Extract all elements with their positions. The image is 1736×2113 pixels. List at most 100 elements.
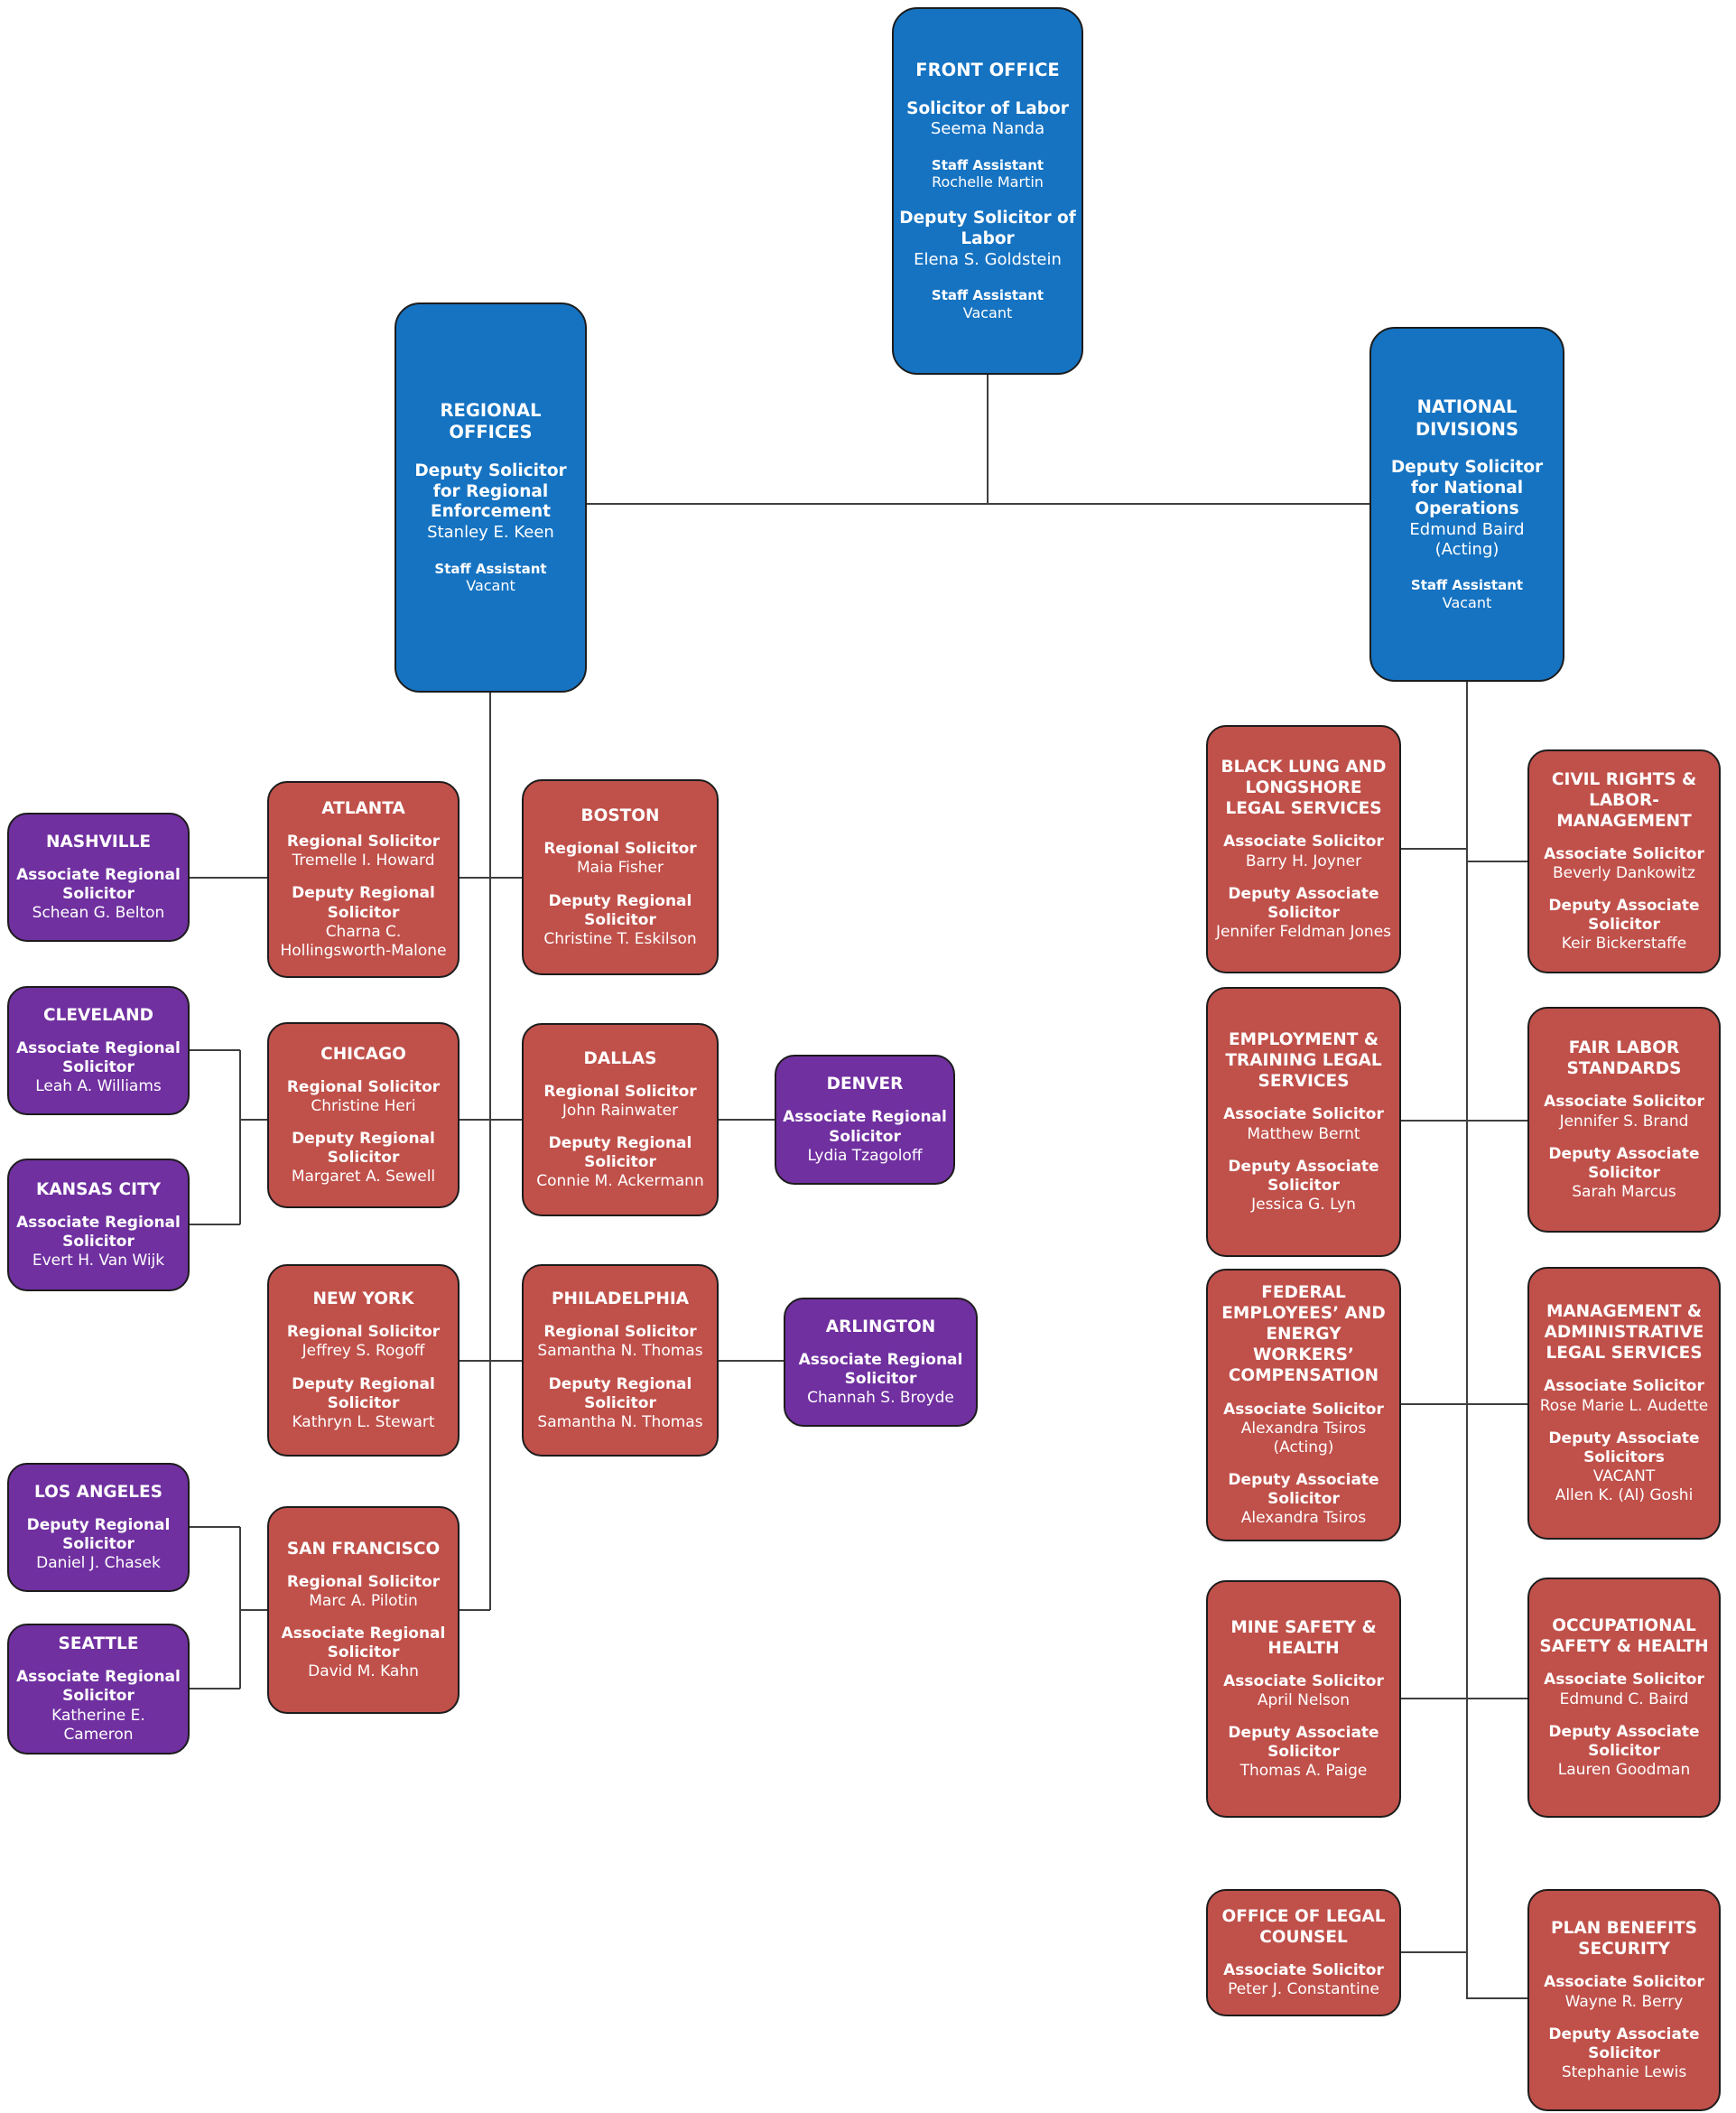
role-label: Deputy Solicitor for National Operations bbox=[1390, 457, 1544, 518]
box-title: DALLAS bbox=[583, 1048, 657, 1068]
box-title: OFFICE OF LEGAL COUNSEL bbox=[1221, 1906, 1386, 1947]
role-label: Associate Regional Solicitor bbox=[281, 1624, 446, 1662]
role-label: Regional Solicitor bbox=[286, 1077, 441, 1096]
box-section: Deputy Solicitor for Regional Enforcemen… bbox=[402, 461, 580, 544]
person-name: Alexandra Tsiros bbox=[1240, 1508, 1367, 1527]
box-title: CHICAGO bbox=[320, 1044, 406, 1064]
role-label: Deputy Regional Solicitor bbox=[292, 884, 435, 922]
role-label: Staff Assistant bbox=[434, 560, 547, 577]
person-name: Lauren Goodman bbox=[1557, 1760, 1691, 1779]
role-label: Solicitor of Labor bbox=[906, 98, 1069, 118]
role-label: Deputy Associate Solicitor bbox=[1228, 884, 1379, 922]
role-label: Regional Solicitor bbox=[543, 1082, 697, 1101]
person-name: Samantha N. Thomas bbox=[537, 1342, 703, 1361]
role-label: Associate Solicitor bbox=[1223, 1671, 1384, 1690]
person-name: Rochelle Martin bbox=[932, 173, 1044, 191]
box-title: FEDERAL EMPLOYEES’ AND ENERGY WORKERS’ C… bbox=[1221, 1282, 1386, 1386]
person-name: Peter J. Constantine bbox=[1228, 1980, 1379, 1999]
box-title: CLEVELAND bbox=[43, 1005, 153, 1025]
person-name: Christine T. Eskilson bbox=[543, 929, 697, 948]
person-name: Schean G. Belton bbox=[32, 904, 165, 923]
role-label: Associate Solicitor bbox=[1544, 1973, 1704, 1992]
role-label: Regional Solicitor bbox=[286, 833, 441, 852]
person-name: Marc A. Pilotin bbox=[309, 1591, 418, 1610]
box-title: SEATTLE bbox=[58, 1634, 139, 1654]
box-title: PLAN BENEFITS SECURITY bbox=[1551, 1919, 1697, 1959]
role-label: Deputy Solicitor of Labor bbox=[899, 209, 1076, 249]
person-name: Alexandra Tsiros (Acting) bbox=[1240, 1419, 1367, 1457]
role-label: Regional Solicitor bbox=[286, 1572, 441, 1591]
role-label: Staff Assistant bbox=[1410, 577, 1524, 594]
person-name: Wayne R. Berry bbox=[1564, 1992, 1684, 2011]
role-label: Deputy Associate Solicitor bbox=[1228, 1724, 1379, 1762]
person-name: Samantha N. Thomas bbox=[537, 1412, 703, 1431]
box-title: MANAGEMENT & ADMINISTRATIVE LEGAL SERVIC… bbox=[1544, 1302, 1704, 1364]
box-title: DENVER bbox=[826, 1075, 904, 1094]
person-name: Jeffrey S. Rogoff bbox=[302, 1342, 425, 1361]
role-label: Associate Solicitor bbox=[1544, 1671, 1704, 1689]
role-label: Deputy Solicitor for Regional Enforcemen… bbox=[414, 461, 567, 522]
person-name: Christine Heri bbox=[311, 1096, 416, 1115]
box-title: BLACK LUNG AND LONGSHORE LEGAL SERVICES bbox=[1221, 758, 1387, 819]
person-name: Vacant bbox=[1442, 593, 1492, 611]
person-name: Jennifer S. Brand bbox=[1559, 1112, 1689, 1131]
role-label: Associate Solicitor bbox=[1544, 844, 1704, 863]
role-label: Deputy Associate Solicitor bbox=[1548, 1722, 1700, 1760]
box-title: SAN FRANCISCO bbox=[286, 1539, 441, 1559]
person-name: Channah S. Broyde bbox=[807, 1389, 954, 1408]
person-name: Charna C. Hollingsworth-Malone bbox=[280, 922, 447, 960]
person-name: Stephanie Lewis bbox=[1561, 2062, 1687, 2081]
box-title: PHILADELPHIA bbox=[551, 1289, 690, 1309]
person-name: Beverly Dankowitz bbox=[1553, 864, 1695, 883]
role-label: Associate Regional Solicitor bbox=[798, 1350, 963, 1389]
person-name: Rose Marie L. Audette bbox=[1539, 1396, 1709, 1415]
box-title: NATIONAL DIVISIONS bbox=[1415, 396, 1519, 440]
role-label: Deputy Regional Solicitor bbox=[292, 1374, 435, 1412]
person-name: John Rainwater bbox=[562, 1101, 679, 1120]
role-label: Associate Regional Solicitor bbox=[783, 1108, 947, 1146]
role-label: Deputy Regional Solicitor bbox=[548, 1374, 692, 1412]
org-box-plan-benefits: PLAN BENEFITS SECURITY Associate Solicito… bbox=[1527, 1889, 1721, 2111]
role-label: Deputy Associate Solicitor bbox=[1228, 1470, 1379, 1508]
person-name: Sarah Marcus bbox=[1572, 1182, 1676, 1201]
role-label: Regional Solicitor bbox=[286, 1323, 441, 1342]
role-label: Deputy Associate Solicitor bbox=[1548, 1144, 1700, 1182]
person-name: Barry H. Joyner bbox=[1245, 852, 1362, 870]
box-title: CIVIL RIGHTS & LABOR-MANAGEMENT bbox=[1551, 769, 1697, 831]
person-name: Evert H. Van Wijk bbox=[32, 1252, 165, 1271]
box-title: EMPLOYMENT & TRAINING LEGAL SERVICES bbox=[1225, 1030, 1382, 1092]
person-name: Vacant bbox=[962, 304, 1013, 321]
person-name: Vacant bbox=[466, 577, 515, 595]
org-box-office-of-legal-counsel: OFFICE OF LEGAL COUNSEL Associate Solicit… bbox=[1206, 1889, 1401, 2016]
person-name: Stanley E. Keen bbox=[427, 523, 554, 543]
person-name: Tremelle I. Howard bbox=[292, 852, 435, 870]
